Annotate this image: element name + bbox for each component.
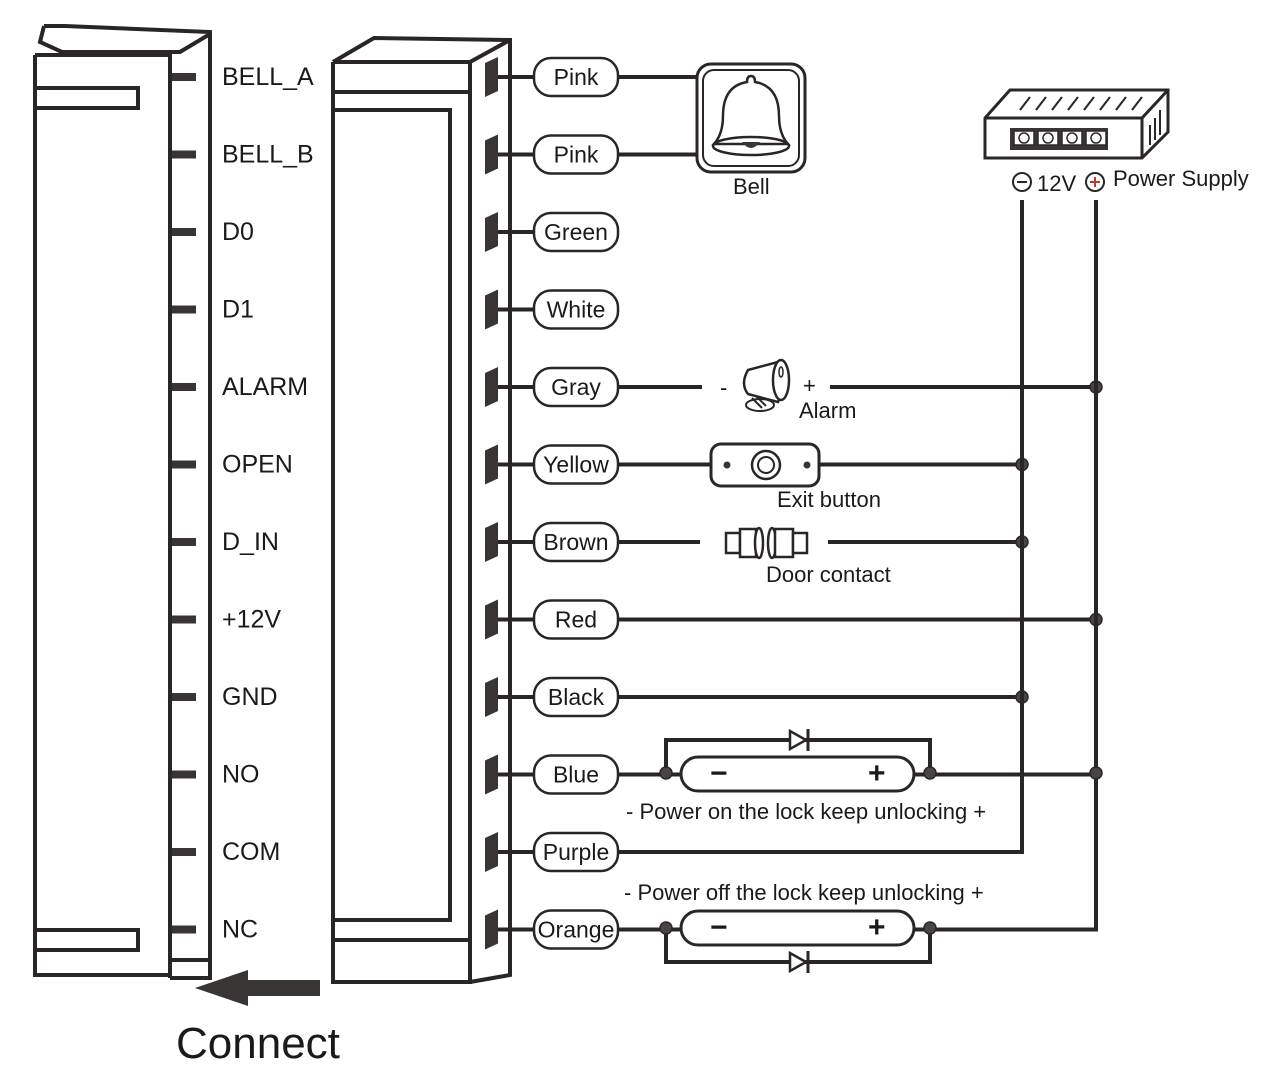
- wire-row: Red: [498, 599, 620, 640]
- power-minus-terminal-icon: [1012, 172, 1032, 192]
- pin-tick: [172, 228, 196, 236]
- wire-color-label: Pink: [554, 64, 599, 90]
- pin-label: COM: [222, 838, 280, 866]
- harness-tab: [485, 909, 498, 950]
- wire-color-label: Blue: [553, 762, 599, 788]
- lock-power-on: [659, 728, 1103, 793]
- terminal-block-connector: [33, 24, 212, 980]
- wire-row: Gray: [498, 366, 620, 408]
- harness-tab: [485, 134, 498, 175]
- pin-tick: [172, 615, 196, 624]
- pin-tick: [172, 925, 196, 934]
- lock1-plus: +: [868, 757, 886, 790]
- wire-color-label: Yellow: [543, 452, 609, 478]
- wire-harness-connector: [331, 35, 512, 984]
- pin-tick: [172, 150, 196, 159]
- wire-row: Purple: [498, 831, 620, 873]
- wire-color-label: Red: [555, 607, 597, 633]
- bell-label: Bell: [733, 174, 770, 199]
- alarm-minus-label: -: [720, 375, 727, 400]
- pin-label: BELL_B: [222, 141, 314, 169]
- pin-label: ALARM: [222, 373, 308, 401]
- pin-tick: [172, 693, 196, 701]
- pin-label: NO: [222, 761, 260, 789]
- wire-row: Orange: [498, 909, 620, 950]
- pin-tick: [172, 848, 196, 856]
- wire-color-label: Brown: [543, 529, 608, 555]
- pin-label: OPEN: [222, 451, 293, 479]
- lock2-minus: −: [710, 911, 728, 944]
- harness-tab: [485, 444, 498, 485]
- harness-tab: [485, 522, 498, 562]
- alarm-siren-icon: [742, 358, 791, 412]
- power-supply-device: [983, 88, 1170, 160]
- wire-color-tag: [532, 211, 620, 253]
- lock-power-off: [659, 909, 937, 974]
- pin-label: D0: [222, 218, 254, 246]
- connect-label: Connect: [176, 1019, 340, 1068]
- pin-tick: [172, 538, 196, 546]
- connect-arrow-icon: [195, 970, 320, 1006]
- power-supply-label: Power Supply: [1113, 166, 1249, 191]
- door-contact-icon: [724, 526, 809, 560]
- alarm-label: Alarm: [799, 398, 856, 423]
- door-contact-label: Door contact: [766, 562, 891, 587]
- bell-icon: [711, 74, 791, 157]
- pin-tick: [172, 770, 196, 779]
- wire-row: White: [498, 289, 620, 330]
- exit-button-icon: [709, 442, 821, 488]
- pin-label: GND: [222, 683, 278, 711]
- wire-row: Black: [498, 676, 620, 718]
- pin-tick: [172, 73, 196, 81]
- wire-color-label: Orange: [538, 917, 615, 943]
- terminal-pin-ticks: [172, 73, 196, 934]
- wire-color-label: Green: [544, 219, 608, 245]
- wire-color-label: Pink: [554, 142, 599, 168]
- pin-tick: [172, 460, 196, 469]
- lock2-plus: +: [868, 911, 886, 944]
- pin-label: +12V: [222, 606, 281, 634]
- alarm-plus-label: +: [803, 373, 816, 398]
- harness-tab: [485, 367, 498, 407]
- wire-row: Blue: [498, 754, 620, 795]
- wire-row: Pink: [498, 56, 620, 98]
- diode-icon: [788, 950, 810, 974]
- pin-tick: [172, 305, 196, 314]
- wire-row: Green: [498, 211, 620, 253]
- wire-row: Yellow: [498, 444, 620, 485]
- harness-tab: [485, 289, 498, 330]
- harness-pin-tabs: [485, 57, 498, 950]
- diode-icon: [788, 728, 810, 752]
- wire-color-label: Black: [548, 684, 605, 710]
- wire-color-tag: [532, 289, 620, 330]
- pin-label: BELL_A: [222, 63, 314, 91]
- lock1-minus: −: [710, 757, 728, 790]
- lock-power-off-caption: - Power off the lock keep unlocking +: [624, 880, 984, 905]
- wire-color-label: Purple: [543, 839, 609, 865]
- harness-tab: [485, 832, 498, 872]
- wire-row: Brown: [498, 521, 620, 563]
- wire-color-label: White: [547, 297, 606, 323]
- harness-tab: [485, 754, 498, 795]
- harness-tab: [485, 677, 498, 717]
- harness-tab: [485, 57, 498, 97]
- wire-color-label: Gray: [551, 374, 601, 400]
- harness-tab: [485, 212, 498, 252]
- wire-row: Pink: [498, 134, 620, 175]
- exit-button-label: Exit button: [777, 487, 881, 512]
- pin-tick: [172, 383, 196, 391]
- pin-label: D_IN: [222, 528, 279, 556]
- purple-com-wire: [618, 200, 1024, 854]
- pin-label: D1: [222, 296, 254, 324]
- power-voltage-label: 12V: [1037, 171, 1076, 196]
- lock-power-on-caption: - Power on the lock keep unlocking +: [626, 799, 986, 824]
- power-plus-terminal-icon: [1085, 172, 1105, 192]
- harness-tab: [485, 599, 498, 640]
- pin-label: NC: [222, 916, 258, 944]
- bell-device: [695, 62, 807, 174]
